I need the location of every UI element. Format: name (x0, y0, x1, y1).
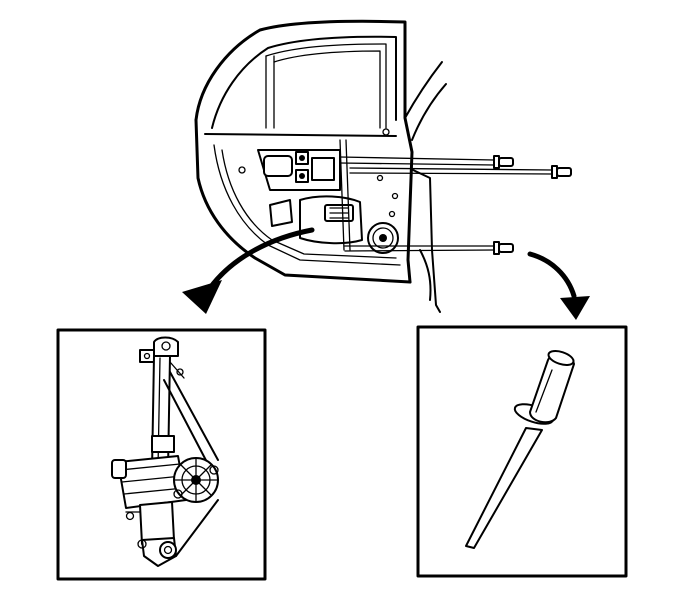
rivet-icon (465, 350, 575, 549)
rivet-1-icon (493, 155, 514, 169)
rear-door-illustration (194, 19, 572, 313)
callout-arrow-right (527, 251, 590, 320)
callout-arrow-left (182, 227, 315, 314)
window-regulator-motor-icon (111, 336, 219, 567)
rivet-3-icon (493, 241, 514, 255)
right-detail-panel (416, 325, 628, 578)
rivet-2-icon (551, 165, 572, 179)
left-detail-panel (56, 328, 267, 581)
